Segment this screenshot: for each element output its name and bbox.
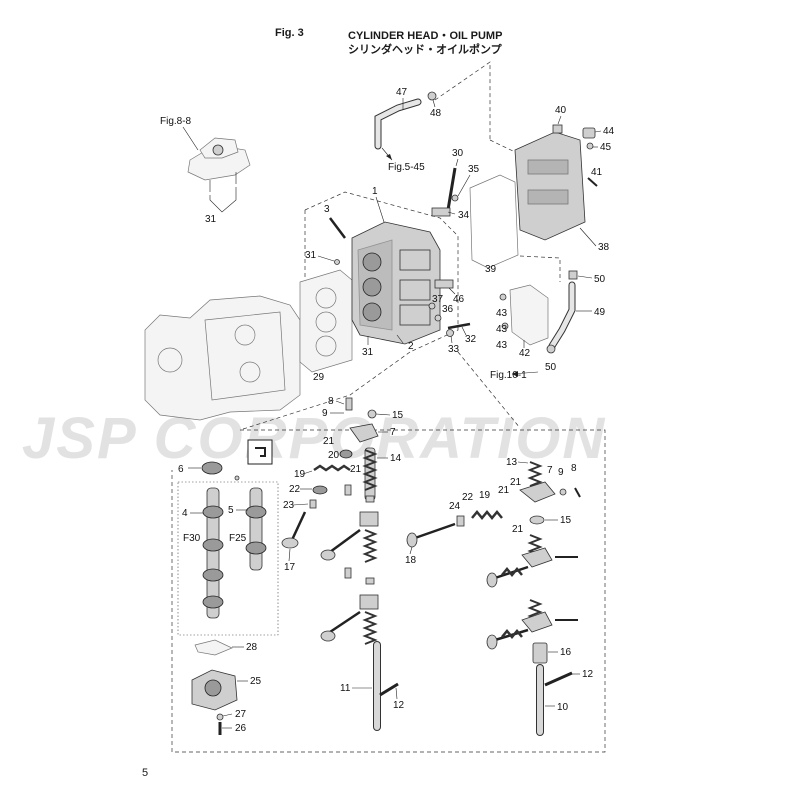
callout-46: 46 [453,294,465,305]
callout-17: 17 [284,562,296,573]
camshaft-group-box [177,481,279,636]
callout-7b: 7 [547,465,553,476]
callout-40: 40 [555,105,567,116]
callout-6: 6 [178,464,184,475]
label-f30: F30 [183,533,201,544]
callout-11: 11 [340,683,351,694]
bracket-part [187,137,251,192]
callout-22a: 22 [289,484,301,495]
callout-12a: 12 [393,700,405,711]
callout-36: 36 [442,304,454,315]
callout-45: 45 [600,142,612,153]
label-f25: F25 [229,533,247,544]
callout-41: 41 [591,167,603,178]
crankcase-outline [144,295,301,421]
figure-title: CYLINDER HEAD・OIL PUMP [348,30,503,42]
callout-31a: 31 [205,214,217,225]
callout-31b: 31 [305,250,317,261]
callout-47: 47 [396,87,408,98]
callout-39: 39 [485,264,497,275]
callout-33: 33 [448,344,460,355]
callout-9b: 9 [558,467,564,478]
callout-50a: 50 [594,274,606,285]
callout-27: 27 [235,709,247,720]
camshaft-f25 [245,487,267,571]
callout-1: 1 [372,186,378,197]
callout-43c: 43 [496,340,508,351]
callout-31c: 31 [362,347,374,358]
callout-21d: 21 [510,477,522,488]
callout-13: 13 [506,457,518,468]
callout-2: 2 [408,341,414,352]
callout-30: 30 [452,148,464,159]
callout-3: 3 [324,204,330,215]
callout-37: 37 [432,294,444,305]
ref-fig-5-45: Fig.5-45 [388,162,425,173]
callout-7a: 7 [390,427,396,438]
callout-21b: 21 [350,464,362,475]
callout-12b: 12 [582,669,594,680]
page-number: 5 [142,767,149,779]
cylinder-head-cover [514,131,586,241]
callout-10: 10 [557,702,569,713]
callout-5: 5 [228,505,234,516]
callout-22b: 22 [462,492,474,503]
callout-29: 29 [313,372,325,383]
callout-21c: 21 [498,485,510,496]
valve-springs-column [359,449,379,645]
callout-15a: 15 [392,410,404,421]
callout-25: 25 [250,676,262,687]
callout-50b: 50 [545,362,557,373]
callout-49: 49 [594,307,606,318]
camshaft-f30 [202,487,224,619]
callout-34: 34 [458,210,470,221]
callout-18: 18 [405,555,417,566]
callout-14: 14 [390,453,402,464]
ref-fig-8-8: Fig.8-8 [160,116,192,127]
callout-20: 20 [328,450,340,461]
valve-train-group-outline [171,429,606,753]
callout-28: 28 [246,642,258,653]
watermark: JSP CORPORATION [22,406,606,471]
callout-44: 44 [603,126,615,137]
callout-15b: 15 [560,515,572,526]
callout-43a: 43 [496,308,508,319]
callout-21a: 21 [323,436,335,447]
ref-fig-10-1: Fig.10-1 [490,370,527,381]
callout-16: 16 [560,647,572,658]
callout-21e: 21 [512,524,524,535]
callout-38: 38 [598,242,610,253]
callout-24: 24 [449,501,461,512]
oil-pump [191,669,238,711]
callout-42: 42 [519,348,531,359]
callout-19a: 19 [294,469,306,480]
callout-19b: 19 [479,490,491,501]
callout-48: 48 [430,108,442,119]
figure-number: Fig. 3 [275,27,304,39]
callout-4: 4 [182,508,188,519]
callout-35: 35 [468,164,480,175]
callout-26: 26 [235,723,247,734]
figure-title-japanese: シリンダヘッド・オイルポンプ [348,44,502,56]
callout-8b: 8 [571,463,577,474]
callout-43b: 43 [496,324,508,335]
callout-23: 23 [283,500,295,511]
callout-9a: 9 [322,408,328,419]
gasket-29 [299,269,353,373]
callout-32: 32 [465,334,477,345]
reference-icon [247,439,273,465]
cylinder-head-block [351,221,441,345]
callout-8a: 8 [328,396,334,407]
